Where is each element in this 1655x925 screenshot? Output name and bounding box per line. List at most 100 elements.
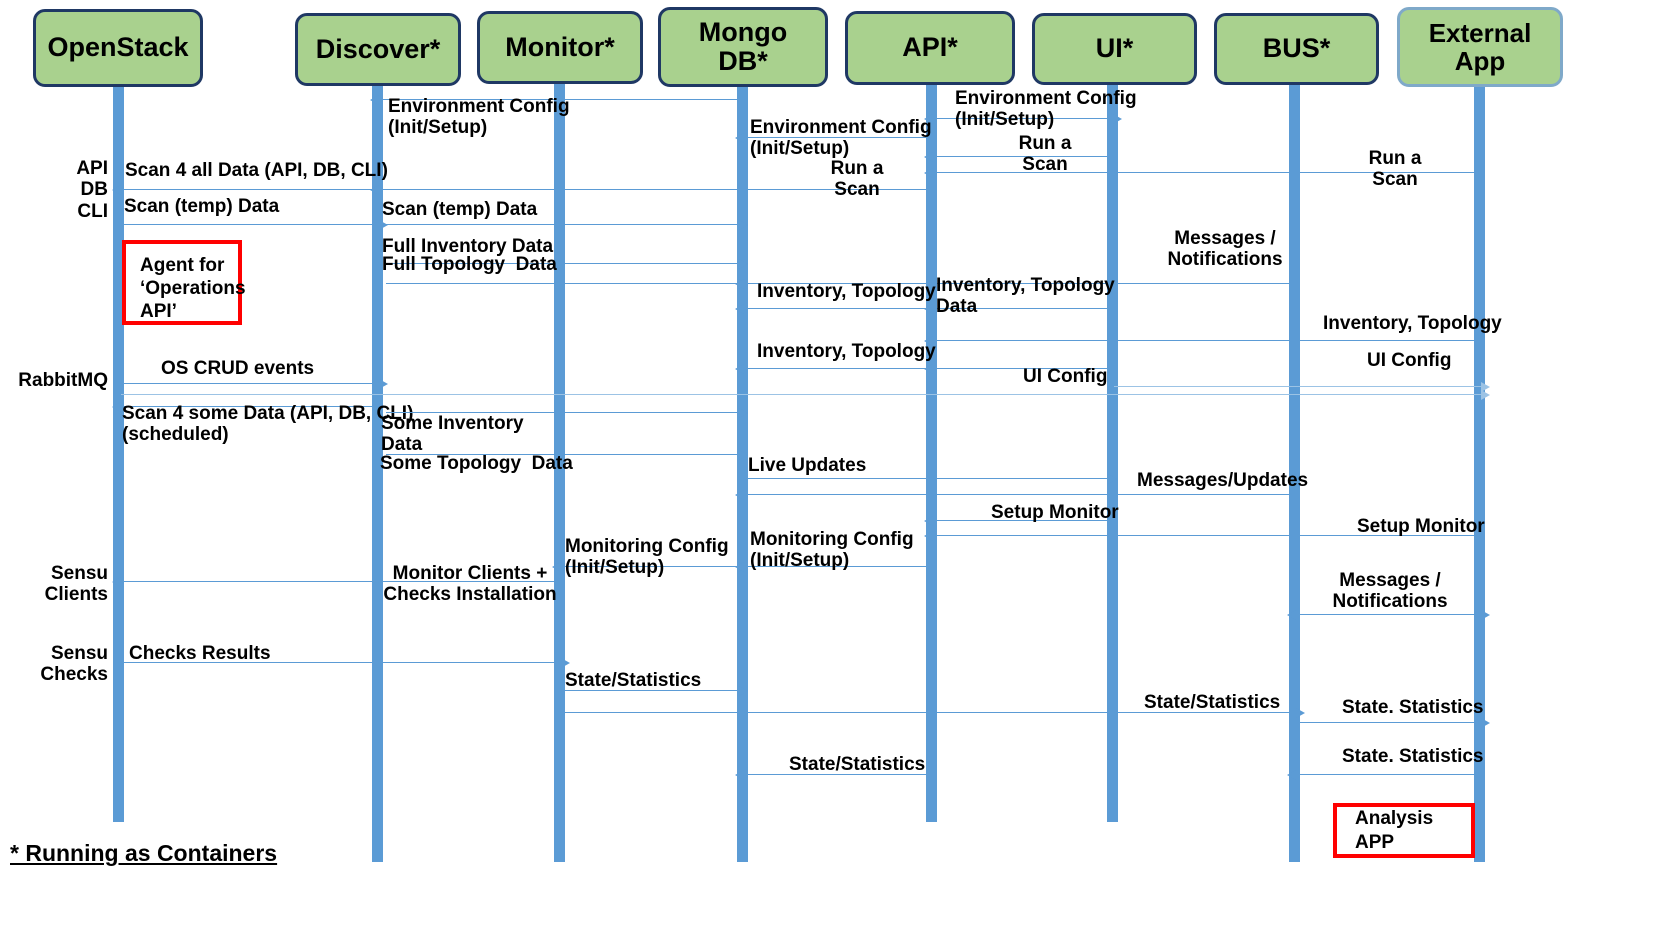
message-line-m34 <box>561 708 1305 718</box>
arrowhead-right-icon <box>1481 718 1490 728</box>
message-line-m04 <box>924 152 1113 162</box>
participant-api[interactable]: API* <box>845 11 1015 85</box>
message-line-m14 <box>924 304 1113 314</box>
message-label-m17: UI Config <box>1023 366 1108 387</box>
arrowhead-right-icon <box>1481 390 1490 400</box>
arrowhead-left-icon <box>924 304 933 314</box>
lifeline-ui <box>1107 84 1118 822</box>
message-label-m12: Messages / Notifications <box>1167 228 1283 271</box>
message-line-m08 <box>121 220 388 230</box>
message-line-m33 <box>561 686 748 696</box>
message-line-m19 <box>121 379 388 389</box>
arrowhead-left-icon <box>924 531 933 541</box>
arrowhead-left-icon <box>735 562 744 572</box>
message-label-m23: Some Topology Data <box>380 453 573 474</box>
message-line-m26 <box>924 516 1113 526</box>
message-label-m11: Full Topology Data <box>382 254 557 275</box>
message-label-m22: Some Inventory Data <box>381 413 524 456</box>
message-label-m26: Setup Monitor <box>991 502 1119 523</box>
participant-ui[interactable]: UI* <box>1032 13 1197 85</box>
message-label-m13: Inventory, Topology <box>757 281 936 302</box>
arrowhead-right-icon <box>379 379 388 389</box>
message-label-m29: Monitoring Config (Init/Setup) <box>750 529 914 572</box>
arrowhead-right-icon <box>739 450 748 460</box>
message-label-m01: Environment Config (Init/Setup) <box>388 96 570 139</box>
participant-bus[interactable]: BUS* <box>1214 13 1379 85</box>
lifeline-openstack <box>113 84 124 822</box>
message-label-m03: Environment Config (Init/Setup) <box>750 117 932 160</box>
message-line-m09 <box>386 220 748 230</box>
message-label-m31: Messages / Notifications <box>1332 570 1448 613</box>
message-line-m37 <box>1287 770 1481 780</box>
message-label-m37: State. Statistics <box>1342 746 1484 767</box>
arrowhead-left-icon <box>112 402 121 412</box>
message-line-m23 <box>386 450 748 460</box>
arrowhead-right-icon <box>561 658 570 668</box>
arrowhead-left-icon <box>924 168 933 178</box>
arrowhead-right-icon <box>739 408 748 418</box>
message-label-m24: Live Updates <box>748 455 867 476</box>
arrowhead-left-icon <box>924 364 933 374</box>
side-label-api-db-cli: API DB CLI <box>76 158 108 222</box>
participant-discover[interactable]: Discover* <box>295 13 461 86</box>
arrowhead-left-icon <box>924 516 933 526</box>
callout-agent-operations-api: Agent for ‘Operations API’ <box>122 240 246 325</box>
arrowhead-left-icon <box>735 770 744 780</box>
arrowhead-right-icon <box>739 259 748 269</box>
message-line-m35 <box>1296 718 1490 728</box>
arrowhead-left-icon <box>112 577 121 587</box>
arrowhead-right-icon <box>739 686 748 696</box>
message-label-m33: State/Statistics <box>565 670 702 691</box>
message-line-m17 <box>924 364 1113 374</box>
message-label-m35: State. Statistics <box>1342 697 1484 718</box>
message-label-m32: Checks Results <box>129 643 271 664</box>
lifeline-externalapp <box>1474 84 1485 862</box>
side-label-rabbitmq: RabbitMQ <box>18 370 108 391</box>
message-label-m07: Run a Scan <box>830 158 884 201</box>
lifeline-monitor <box>554 84 565 862</box>
message-line-m29 <box>735 562 932 572</box>
arrowhead-left-icon <box>552 562 561 572</box>
arrowhead-left-icon <box>735 490 744 500</box>
lifeline-bus <box>1289 84 1300 862</box>
arrowhead-right-icon <box>1296 708 1305 718</box>
arrowhead-right-icon <box>1481 610 1490 620</box>
message-label-m15: Inventory, Topology <box>1323 313 1502 334</box>
message-line-m22 <box>386 408 748 418</box>
message-label-m36: State/Statistics <box>789 754 926 775</box>
message-label-m25: Messages/Updates <box>1137 470 1309 491</box>
message-line-m03 <box>735 133 932 143</box>
message-line-m12 <box>735 279 1295 289</box>
arrowhead-left-icon <box>370 95 379 105</box>
participant-monitor[interactable]: Monitor* <box>477 11 643 84</box>
side-label-sensu-clients: Sensu Clients <box>44 563 108 606</box>
message-line-m36 <box>735 770 932 780</box>
message-label-m14: Inventory, Topology Data <box>936 275 1115 318</box>
message-line-m25 <box>735 490 1295 500</box>
message-label-m09: Scan (temp) Data <box>382 199 538 220</box>
arrowhead-right-icon <box>1481 382 1490 392</box>
arrowhead-right-icon <box>739 220 748 230</box>
message-label-m30: Monitor Clients + Checks Installation <box>383 563 557 606</box>
arrowhead-left-icon <box>112 185 121 195</box>
message-line-m15 <box>924 336 1481 346</box>
participant-openstack[interactable]: OpenStack <box>33 9 203 87</box>
message-line-m18 <box>1114 382 1490 392</box>
arrowhead-right-icon <box>1108 474 1117 484</box>
message-line-m01 <box>370 95 739 105</box>
participant-mongodb[interactable]: Mongo DB* <box>658 7 828 87</box>
arrowhead-right-icon <box>1113 114 1122 124</box>
message-line-m05 <box>924 168 1481 178</box>
message-line-m31 <box>1287 610 1490 620</box>
message-label-m21: Scan 4 some Data (API, DB, CLI) (schedul… <box>122 403 414 446</box>
callout-analysis-app: Analysis APP <box>1333 803 1475 858</box>
message-label-m18: UI Config <box>1367 350 1452 371</box>
message-line-m02 <box>924 114 1122 124</box>
participant-externalapp[interactable]: External App <box>1397 7 1563 87</box>
message-line-m30 <box>112 577 561 587</box>
arrowhead-left-icon <box>924 152 933 162</box>
message-line-m27 <box>924 531 1481 541</box>
message-line-m20 <box>121 390 1490 400</box>
message-label-m08: Scan (temp) Data <box>124 196 280 217</box>
